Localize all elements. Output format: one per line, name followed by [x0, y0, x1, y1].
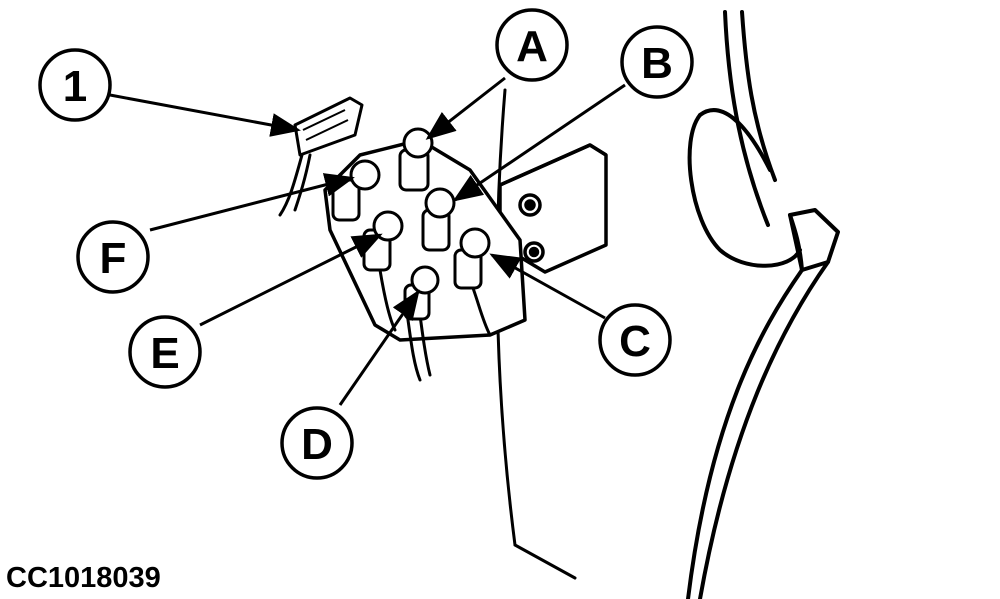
- terminal-a: [398, 127, 434, 192]
- mounting-bracket: [498, 143, 608, 274]
- callout-e-label: E: [150, 329, 179, 378]
- figure-id: CC1018039: [6, 562, 161, 594]
- callout-f: F: [76, 220, 150, 294]
- callout-c: C: [598, 303, 672, 377]
- callout-a-label: A: [516, 22, 548, 71]
- callout-e: E: [128, 315, 202, 389]
- callout-d-label: D: [301, 420, 333, 469]
- callout-a: A: [495, 8, 569, 82]
- callout-c-label: C: [619, 317, 651, 366]
- terminal-c: [453, 227, 491, 290]
- callout-b-label: B: [641, 39, 673, 88]
- callout-1-label: 1: [63, 62, 87, 111]
- leader-lines: [109, 76, 626, 406]
- callout-d: D: [280, 406, 354, 480]
- callout-b: B: [620, 25, 694, 99]
- terminal-b: [421, 187, 456, 252]
- harness-connector-1: [293, 96, 364, 157]
- machine-frame: [686, 10, 840, 599]
- callout-1: 1: [38, 48, 112, 122]
- callout-f-label: F: [100, 234, 127, 283]
